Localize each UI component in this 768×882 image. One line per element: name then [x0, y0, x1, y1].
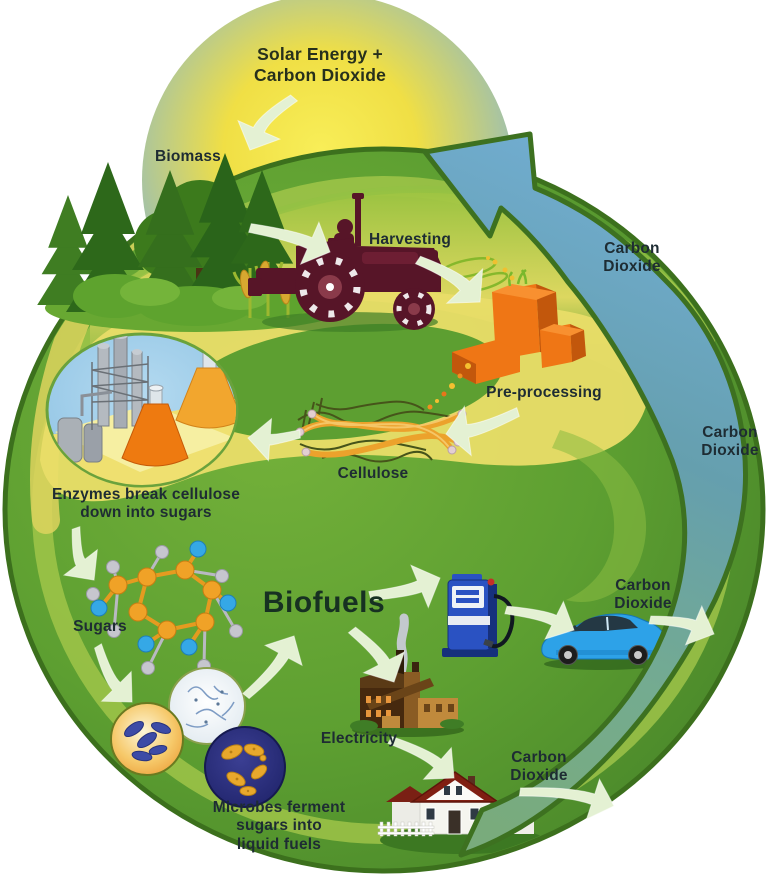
bacteria-bubble	[110, 702, 184, 776]
microbe-culture-icons	[110, 667, 286, 808]
arrow-enzymes-to-sugars	[62, 526, 98, 581]
arrow-cellulose-to-enzymes	[247, 417, 301, 462]
arrow-house-to-co2	[518, 778, 615, 821]
label-co2-upper-right: Carbon Dioxide	[603, 240, 661, 276]
label-biofuels: Biofuels	[262, 586, 386, 619]
arrow-harvesting-to-preprocessing	[414, 255, 484, 304]
label-co2-car: Carbon Dioxide	[614, 577, 672, 613]
fuel-pump-icon	[442, 574, 515, 657]
arrow-solar-to-biomass	[237, 94, 299, 151]
sugar-molecule-icon	[86, 540, 243, 675]
power-plant-icon	[350, 613, 464, 737]
label-biomass: Biomass	[154, 148, 222, 165]
arrow-biofuels-to-electricity	[347, 626, 406, 683]
arrow-biofuels-to-pump	[368, 564, 441, 609]
picket-fence	[377, 821, 435, 837]
arrow-biomass-to-harvesting	[248, 220, 331, 266]
arrow-electricity-to-house	[387, 735, 455, 780]
enzyme-strands-bubble	[168, 667, 246, 745]
flask-orange	[121, 384, 189, 467]
arrow-preprocessing-to-cellulose	[445, 405, 520, 457]
car-icon	[541, 613, 667, 670]
label-cellulose: Cellulose	[337, 465, 409, 482]
label-harvesting: Harvesting	[368, 231, 452, 248]
co2-return-arrow	[422, 131, 749, 858]
label-microbes: Microbes ferment sugars into liquid fuel…	[212, 799, 346, 853]
arrow-sugars-to-microbes	[94, 643, 133, 703]
label-co2-house: Carbon Dioxide	[510, 749, 568, 785]
enzyme-refinery-icon	[45, 332, 239, 488]
arrow-pump-to-car	[504, 600, 575, 640]
flask-amber	[175, 346, 236, 429]
label-co2-right: Carbon Dioxide	[701, 424, 759, 460]
label-solar-energy: Solar Energy + Carbon Dioxide	[253, 44, 387, 85]
falling-biomass-dots	[427, 363, 471, 410]
label-electricity: Electricity	[320, 730, 398, 747]
preprocessor-icon	[427, 256, 586, 410]
tractor-icon	[248, 193, 441, 332]
label-preprocessing: Pre-processing	[486, 384, 602, 401]
flow-arrows	[62, 94, 715, 821]
yeast-bubble	[204, 726, 286, 808]
arrow-microbes-to-biofuels	[242, 635, 303, 700]
label-sugars: Sugars	[73, 618, 127, 635]
label-enzymes: Enzymes break cellulose down into sugars	[51, 486, 241, 522]
arrow-car-to-co2	[648, 604, 715, 646]
